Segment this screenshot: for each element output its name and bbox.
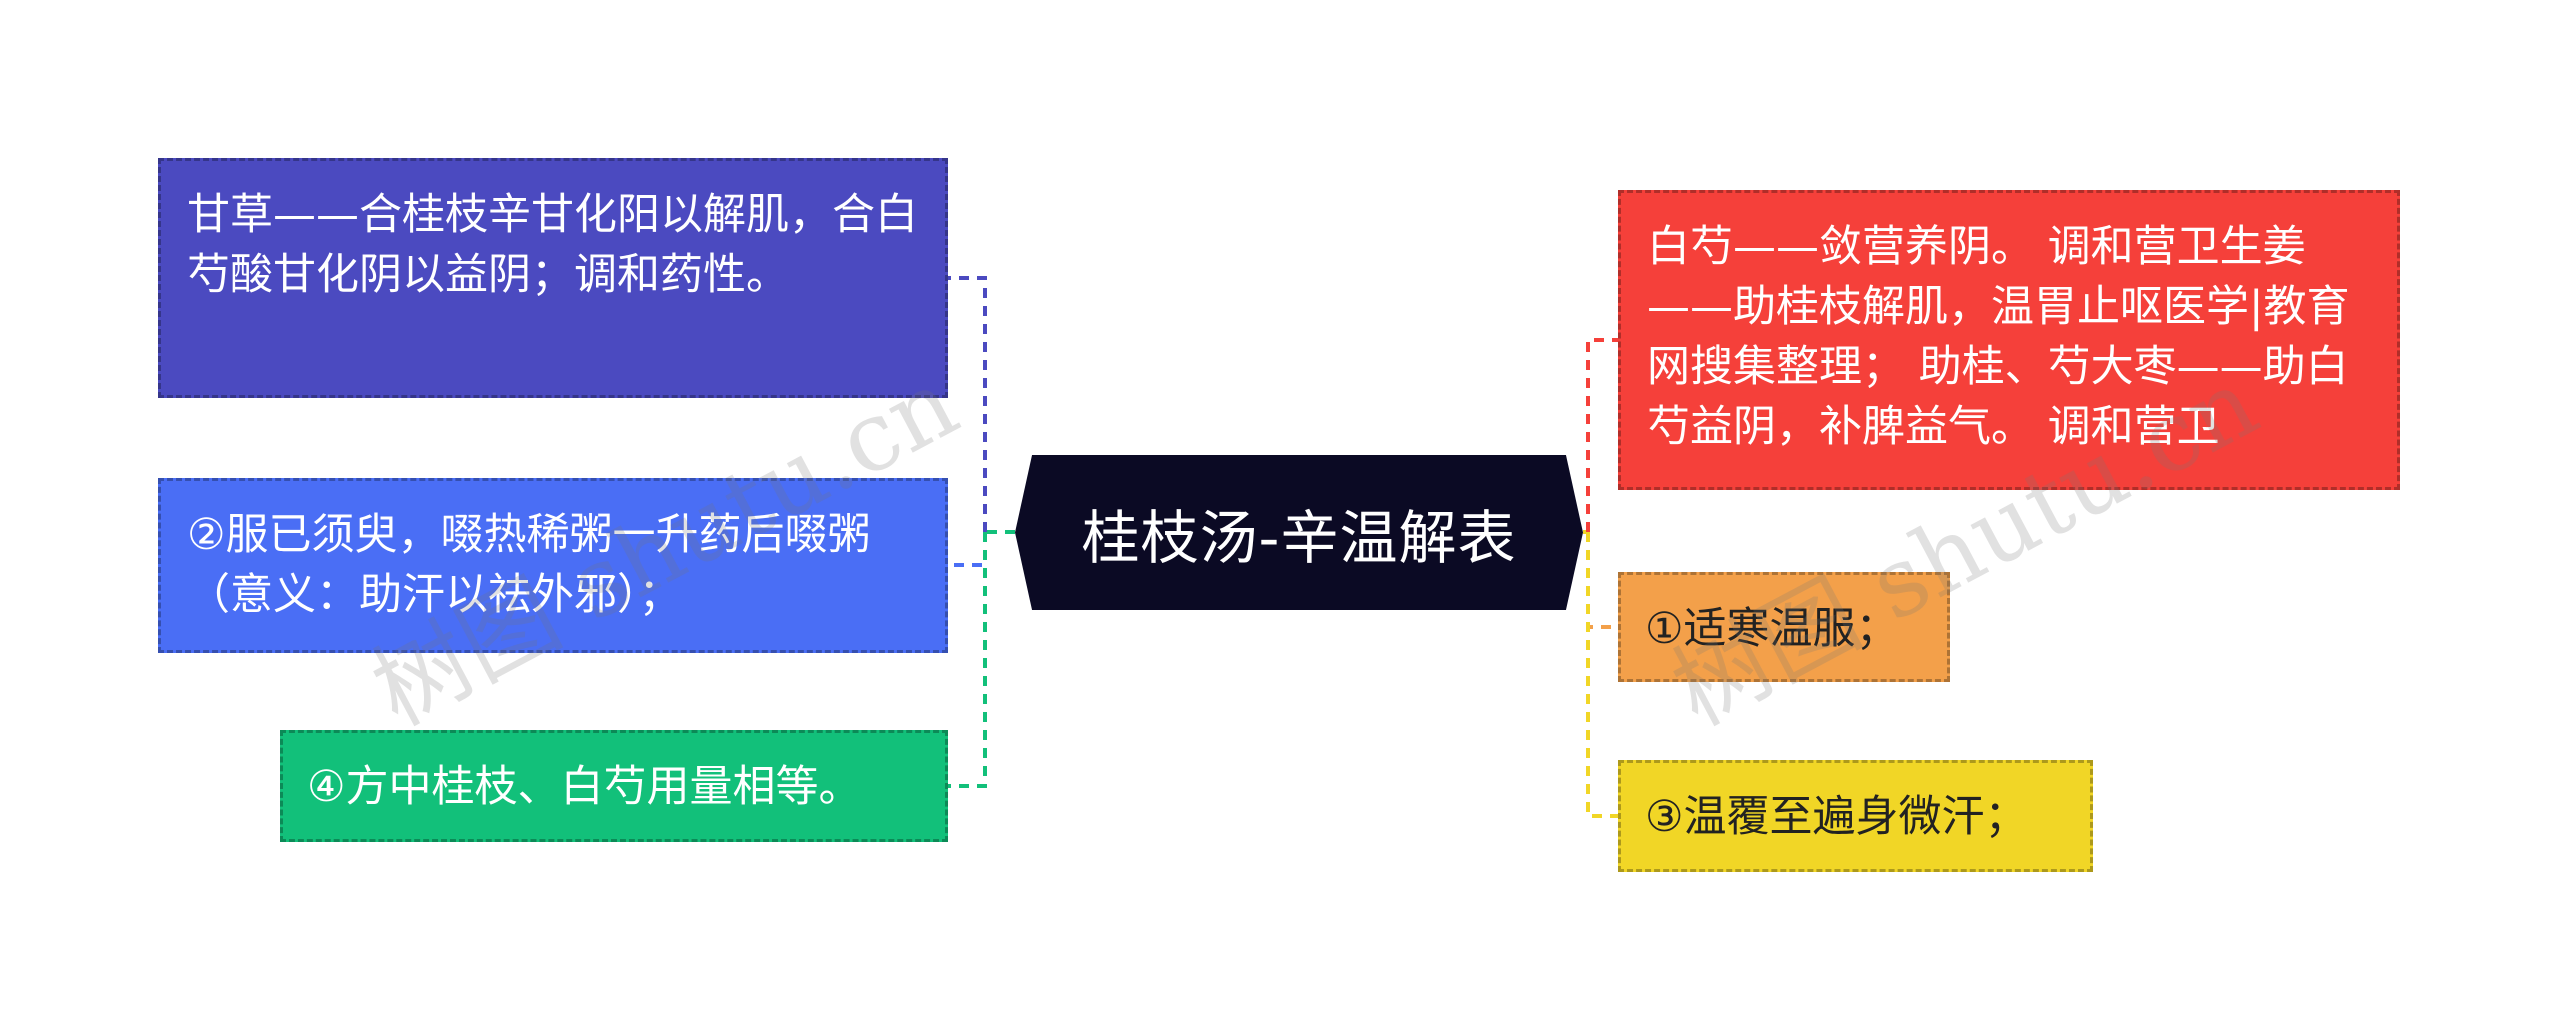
node-fuyi-text: ②服已须臾，啜热稀粥一升药后啜粥（意义：助汗以祛外邪）； xyxy=(187,510,871,620)
connector-fuyi xyxy=(948,532,987,567)
connector-wenfu xyxy=(1586,532,1618,818)
node-fangzhong-text: ④方中桂枝、白芍用量相等。 xyxy=(307,762,862,812)
center-title: 桂枝汤-辛温解表 xyxy=(1081,503,1517,572)
connector-shihan xyxy=(1586,532,1618,629)
connector-fangzhong xyxy=(948,532,987,788)
node-baishao[interactable]: 白芍——敛营养阴。 调和营卫生姜——助桂枝解肌，温胃止呕医学|教育网搜集整理； … xyxy=(1618,190,2400,490)
connector-baishao xyxy=(1586,338,1618,532)
node-gancao-text: 甘草——合桂枝辛甘化阳以解肌，合白芍酸甘化阴以益阴；调和药性。 xyxy=(187,190,918,300)
node-shihan-text: ①适寒温服； xyxy=(1645,604,1899,654)
node-wenfu[interactable]: ③温覆至遍身微汗； xyxy=(1618,760,2093,872)
connector-gancao xyxy=(948,276,987,532)
node-fuyi[interactable]: ②服已须臾，啜热稀粥一升药后啜粥（意义：助汗以祛外邪）； xyxy=(158,478,948,653)
node-fangzhong[interactable]: ④方中桂枝、白芍用量相等。 xyxy=(280,730,948,842)
node-shihan[interactable]: ①适寒温服； xyxy=(1618,572,1950,682)
node-wenfu-text: ③温覆至遍身微汗； xyxy=(1645,792,2028,842)
center-node[interactable]: 桂枝汤-辛温解表 xyxy=(1015,455,1583,610)
node-gancao[interactable]: 甘草——合桂枝辛甘化阳以解肌，合白芍酸甘化阴以益阴；调和药性。 xyxy=(158,158,948,398)
node-baishao-text: 白芍——敛营养阴。 调和营卫生姜——助桂枝解肌，温胃止呕医学|教育网搜集整理； … xyxy=(1647,222,2350,452)
